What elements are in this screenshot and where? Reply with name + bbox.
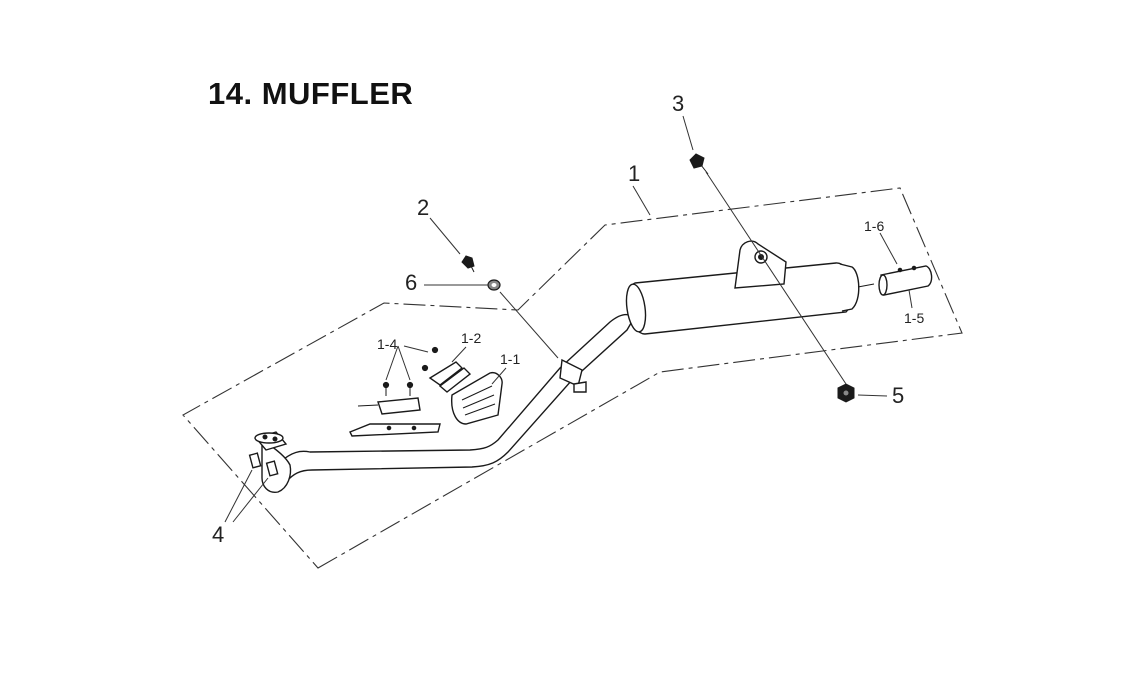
shield-clamps bbox=[349, 397, 441, 437]
heat-shield bbox=[428, 361, 503, 425]
assembly-boundary bbox=[182, 187, 963, 569]
tail-tube bbox=[857, 265, 933, 296]
callout-1-5: 1-5 bbox=[904, 310, 924, 326]
callout-3: 3 bbox=[672, 91, 684, 116]
leader-lines bbox=[224, 115, 913, 523]
callout-2: 2 bbox=[417, 195, 429, 220]
callout-4: 4 bbox=[212, 522, 224, 547]
bolt-3 bbox=[689, 153, 709, 175]
callout-1-2: 1-2 bbox=[461, 330, 481, 346]
page-title: 14. MUFFLER bbox=[208, 76, 414, 111]
callout-1-6: 1-6 bbox=[864, 218, 884, 234]
muffler-body bbox=[625, 240, 860, 335]
header-pipe bbox=[254, 313, 635, 493]
washer-6 bbox=[487, 279, 501, 291]
screws bbox=[382, 346, 439, 396]
nut-5 bbox=[837, 383, 855, 403]
callout-1: 1 bbox=[628, 161, 640, 186]
callout-1-1: 1-1 bbox=[500, 351, 520, 367]
gaskets bbox=[248, 452, 279, 477]
bolt-2 bbox=[461, 255, 475, 273]
callout-5: 5 bbox=[892, 383, 904, 408]
callout-6: 6 bbox=[405, 270, 417, 295]
callout-1-4: 1-4 bbox=[377, 336, 397, 352]
